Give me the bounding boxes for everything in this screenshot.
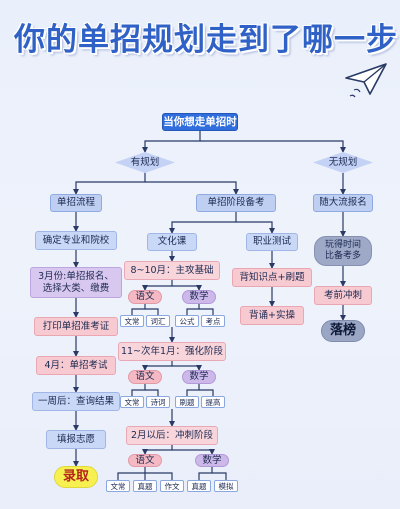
s3-cn-0: 文常 [106, 480, 130, 492]
march-line-1: 3月份:单招报名、 [38, 271, 114, 283]
s2-cn-1: 诗词 [146, 396, 170, 408]
node-process: 单招流程 [50, 194, 102, 212]
node-fill: 填报志愿 [46, 430, 106, 449]
root-node: 当你想走单招时 [162, 113, 238, 131]
stage-2: 11~次年1月：强化阶段 [118, 342, 226, 361]
node-admit: 录取 [54, 466, 98, 488]
s1-ma-0: 公式 [175, 315, 199, 327]
paper-plane-icon [345, 63, 387, 98]
subject-chinese-1: 语文 [128, 290, 162, 304]
play-line-2: 比备考多 [324, 251, 361, 261]
play-line-1: 玩得时间 [324, 240, 361, 251]
decision-no-plan: 无规划 [313, 152, 373, 173]
node-recite: 背诵+实操 [240, 306, 304, 325]
node-prep: 单招阶段备考 [196, 194, 276, 212]
node-april: 4月：单招考试 [36, 356, 116, 375]
march-line-2: 选择大类、缴费 [42, 282, 110, 294]
node-random: 随大流报名 [313, 194, 373, 212]
node-print: 打印单招准考证 [34, 317, 118, 336]
node-culture: 文化课 [147, 233, 197, 251]
stage-3: 2月以后：冲刺阶段 [126, 426, 218, 445]
page-title: 你的单招规划走到了哪一步 [14, 22, 398, 58]
s3-ma-1: 模拟 [214, 480, 238, 492]
s2-cn-0: 文常 [120, 396, 144, 408]
s3-ma-0: 真题 [187, 480, 211, 492]
s1-ma-1: 考点 [201, 315, 225, 327]
s1-cn-1: 词汇 [146, 315, 170, 327]
subject-math-1: 数学 [182, 290, 216, 304]
node-play: 玩得时间 比备考多 [314, 236, 372, 266]
stage-1: 8~10月：主攻基础 [124, 261, 220, 280]
node-vocational: 职业测试 [246, 233, 298, 251]
s2-ma-0: 刷题 [175, 396, 199, 408]
node-sprint: 考前冲刺 [314, 286, 372, 305]
node-week: 一周后：查询结果 [32, 392, 120, 411]
s2-ma-1: 提高 [201, 396, 225, 408]
node-fail: 落榜 [321, 320, 365, 342]
s3-cn-1: 真题 [133, 480, 157, 492]
s1-cn-0: 文常 [120, 315, 144, 327]
subject-math-2: 数学 [182, 370, 216, 384]
subject-chinese-2: 语文 [128, 370, 162, 384]
node-know: 背知识点+刷题 [232, 268, 312, 287]
node-major: 确定专业和院校 [35, 231, 117, 250]
s3-cn-2: 作文 [160, 480, 184, 492]
subject-math-3: 数学 [195, 454, 229, 467]
subject-chinese-3: 语文 [128, 454, 162, 467]
node-march: 3月份:单招报名、 选择大类、缴费 [30, 267, 122, 298]
decision-has-plan: 有规划 [115, 152, 175, 173]
